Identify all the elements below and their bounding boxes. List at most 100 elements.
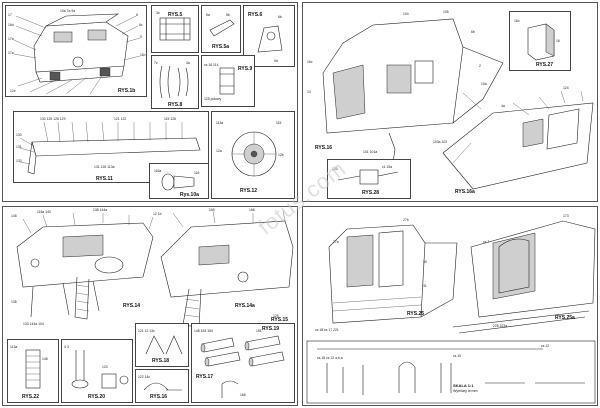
svg-text:113a: 113a xyxy=(216,121,223,125)
svg-text:cs 16 114: cs 16 114 xyxy=(204,63,219,67)
svg-text:151: 151 xyxy=(256,329,262,333)
figure-label: RYS.14a xyxy=(235,303,255,309)
svg-text:130: 130 xyxy=(16,133,22,137)
svg-text:6c: 6c xyxy=(139,23,143,27)
svg-text:10a 7a 9a: 10a 7a 9a xyxy=(60,9,75,13)
svg-text:27b: 27b xyxy=(403,218,409,222)
panel-lamp: 116a 116 Rys.10a xyxy=(149,163,209,199)
svg-text:115 126: 115 126 xyxy=(164,117,176,121)
svg-text:169: 169 xyxy=(209,208,215,212)
panel-box: 16c 16 RYS.27 xyxy=(509,11,571,71)
figure-label: RYS.14 xyxy=(123,303,141,309)
svg-text:2: 2 xyxy=(479,64,481,68)
svg-text:17: 17 xyxy=(8,13,12,17)
svg-text:145: 145 xyxy=(11,214,17,218)
figure-label: RYS.16a xyxy=(455,189,475,195)
fig-17-drawing: 148 153 154 151 166 xyxy=(194,329,285,398)
svg-text:16d: 16d xyxy=(8,23,14,27)
svg-text:5a: 5a xyxy=(206,13,210,17)
figure-label: RYS.12 xyxy=(240,188,258,194)
panel-detail: cs 16 114 125 polowy RYS.9 xyxy=(201,55,255,107)
svg-text:10a: 10a xyxy=(481,82,487,86)
svg-text:133 144a 104: 133 144a 104 xyxy=(23,322,44,326)
svg-text:130 125 128 129: 130 125 128 129 xyxy=(40,117,66,121)
figure-label: RYS.25a xyxy=(555,315,575,321)
figure-label: RYS.8 xyxy=(168,102,183,108)
svg-text:122 14c: 122 14c xyxy=(138,375,150,379)
lamp-drawing: 116a 116 xyxy=(154,169,200,191)
svg-text:131 126 113a: 131 126 113a xyxy=(94,165,115,169)
figure-label: RYS.25 xyxy=(407,311,425,317)
svg-text:113a: 113a xyxy=(10,345,17,349)
svg-text:120: 120 xyxy=(332,167,338,171)
figure-label: RYS.5 xyxy=(168,12,183,18)
quadrant-bottom-left: 145 115a 140 138 144a 12 1b 169 166 135 … xyxy=(2,206,298,406)
svg-text:173: 173 xyxy=(563,214,569,218)
figure-label: RYS.20 xyxy=(88,394,106,400)
figure-label: RYS.6 xyxy=(248,12,263,18)
hood-drawing: 27a 27b 30 31 cs 18 cs 17 221 cs.7 173 2… xyxy=(306,214,596,404)
svg-text:6b: 6b xyxy=(471,30,475,34)
panel-fig-18: 121 12 13c RYS.18 xyxy=(135,323,189,367)
svg-text:cs 18 cs 17 221: cs 18 cs 17 221 xyxy=(315,328,339,332)
svg-text:133: 133 xyxy=(16,159,22,163)
svg-text:16: 16 xyxy=(556,39,560,43)
frame-drawing: 3c xyxy=(156,11,191,41)
svg-text:7c: 7c xyxy=(154,61,158,65)
fig-20-drawing: 4 3 120 xyxy=(64,345,129,389)
part-5a-drawing: 5a 5b xyxy=(206,13,235,37)
svg-text:115a 140: 115a 140 xyxy=(37,210,51,214)
fig-22-drawing: 113a 148 xyxy=(10,345,48,389)
panel-fig-17: 148 153 154 151 166 RYS.17 RYS.19 xyxy=(191,323,295,403)
svg-text:5b: 5b xyxy=(226,13,230,17)
svg-text:135: 135 xyxy=(11,300,17,304)
svg-text:104: 104 xyxy=(403,12,409,16)
svg-text:cs 18 cs 12 a,b,a: cs 18 cs 12 a,b,a xyxy=(317,356,343,360)
figure-label: Rys.10a xyxy=(180,192,199,198)
panel-clamps: 7c 3a RYS.8 xyxy=(151,55,199,109)
svg-text:30: 30 xyxy=(423,260,427,264)
svg-text:148 153 154: 148 153 154 xyxy=(194,329,213,333)
svg-text:125: 125 xyxy=(273,314,279,318)
fig-16-drawing: 122 14c xyxy=(138,375,182,391)
svg-text:5d: 5d xyxy=(274,59,278,63)
svg-text:3a: 3a xyxy=(186,61,190,65)
svg-text:166: 166 xyxy=(240,393,246,397)
figure-label: RYS.28 xyxy=(362,190,380,196)
svg-text:31: 31 xyxy=(423,284,427,288)
svg-text:17a: 17a xyxy=(8,37,14,41)
svg-text:4a: 4a xyxy=(501,104,505,108)
svg-text:166: 166 xyxy=(249,208,255,212)
fig-18-drawing: 121 12 13c xyxy=(138,329,183,355)
svg-text:12 1b: 12 1b xyxy=(153,212,162,216)
cab-body-drawing: 16c 13 104 105 6b 2 10a 124 4a 103a 102 … xyxy=(307,10,594,190)
svg-text:c1 15a: c1 15a xyxy=(382,165,392,169)
svg-text:cs 12: cs 12 xyxy=(541,344,549,348)
panel-fig-22: 113a 148 RYS.22 xyxy=(7,339,59,403)
panel-part-5a: 5a 5b RYS.5a xyxy=(201,5,241,53)
svg-text:6: 6 xyxy=(136,13,138,17)
svg-text:cs 10: cs 10 xyxy=(453,354,461,358)
svg-text:27a: 27a xyxy=(333,240,339,244)
svg-text:101 101a: 101 101a xyxy=(363,150,377,154)
svg-text:12c: 12c xyxy=(10,89,16,93)
svg-text:225 223a: 225 223a xyxy=(493,324,507,328)
part-28-drawing: 120 c1 15a xyxy=(332,165,399,185)
figure-label: RYS.18 xyxy=(152,358,170,364)
bracket-drawing: 6b 6a 5d xyxy=(248,15,283,63)
figure-label: RYS.19 xyxy=(262,326,280,332)
panel-frame: 3c RYS.5 xyxy=(151,5,199,53)
svg-text:17a: 17a xyxy=(8,51,14,55)
svg-text:9: 9 xyxy=(140,35,142,39)
bar-drawing: 130 125 128 129 121 122 115 126 130 131 … xyxy=(16,117,201,175)
units-label: Wymiary w mm xyxy=(453,389,478,393)
svg-text:16c: 16c xyxy=(307,60,313,64)
panel-main-front: 17 16d 17a 17a 6 6c 9 11b 12c 10a 7a 9a … xyxy=(5,5,147,97)
svg-text:13: 13 xyxy=(307,90,311,94)
scale-label: SKALA 1:1 xyxy=(453,383,474,388)
svg-text:116a: 116a xyxy=(154,169,161,173)
svg-text:125 polowy: 125 polowy xyxy=(204,97,221,101)
svg-text:6b: 6b xyxy=(278,15,282,19)
figure-label: RYS.11 xyxy=(96,176,113,182)
